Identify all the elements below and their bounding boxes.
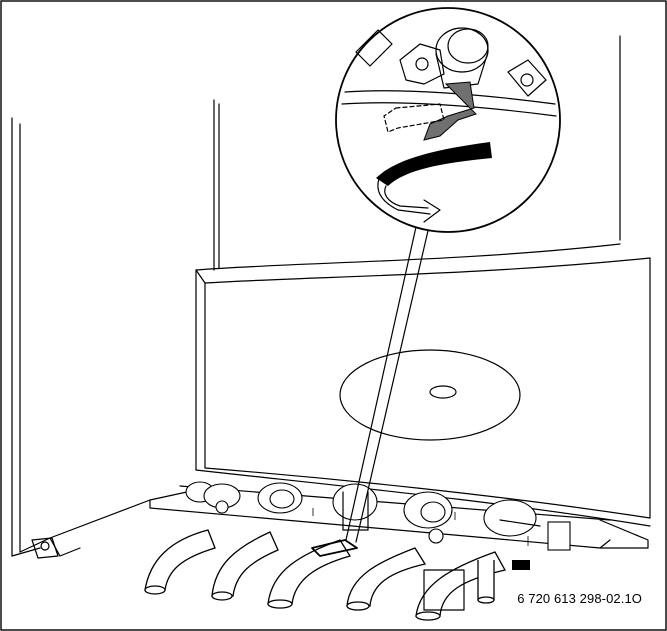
leader-line-b bbox=[355, 221, 431, 543]
leader-line-a bbox=[345, 217, 419, 541]
boiler-casing bbox=[11, 35, 651, 559]
detail-magnifier bbox=[335, 7, 561, 233]
figure-code-label: 6 720 613 298-02.1O bbox=[515, 591, 644, 606]
pipes bbox=[144, 529, 530, 621]
valve-lever bbox=[311, 539, 358, 557]
service-valves bbox=[149, 481, 611, 551]
